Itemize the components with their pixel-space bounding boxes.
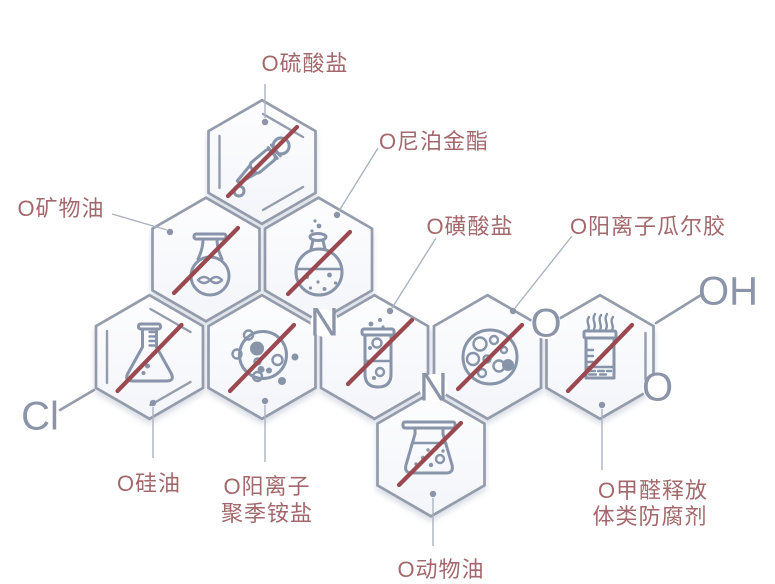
erlenmeyer-flask-icon [125, 322, 174, 383]
callout-formaldehyde-line1: O甲醛释放 [597, 478, 709, 503]
strike-line [455, 322, 525, 392]
strike-line [565, 322, 635, 394]
test-tube-icon [360, 318, 396, 389]
strike-line [396, 420, 464, 488]
strike-lines [115, 124, 635, 488]
atom-oxygen-1: O [530, 301, 562, 346]
callout-silicone-oil: O硅油 [116, 471, 182, 496]
strike-line [115, 322, 184, 394]
strike-line [171, 225, 241, 296]
atom-masks [310, 309, 673, 403]
callout-sulfate: O硫酸盐 [261, 51, 349, 76]
strike-line [227, 322, 297, 394]
strike-line [285, 229, 353, 297]
callout-cationic-guar-gum: O阳离子瓜尔胶 [569, 214, 727, 239]
atom-hydroxyl: OH [698, 269, 758, 314]
callout-parabens: O尼泊金酯 [378, 129, 490, 154]
round-flask-icon [294, 219, 344, 297]
hex-tiles [94, 98, 655, 518]
strike-line [345, 317, 415, 387]
atom-nitrogen-1: N [310, 300, 339, 345]
atom-oxygen-2: O [641, 365, 674, 410]
strike-line [225, 124, 300, 199]
oh-bond-line [654, 293, 703, 325]
callout-polyquaternium-line2: 聚季铵盐 [220, 501, 314, 526]
callout-formaldehyde-line2: 体类防腐剂 [592, 504, 708, 529]
atom-chlorine: Cl [21, 394, 59, 439]
callout-polyquaternium-line1: O阳离子 [223, 474, 311, 499]
molecule-ball-icon [231, 329, 299, 385]
double-bond-lines [105, 112, 647, 407]
bond-lines [58, 293, 703, 412]
callout-mineral-oil: O矿物油 [17, 196, 105, 221]
callout-animal-oil: O动物油 [397, 557, 485, 582]
cl-bond-line [58, 388, 96, 412]
callout-pointers [111, 84, 606, 546]
callout-sulfonate: O磺酸盐 [426, 214, 514, 239]
atom-nitrogen-2: N [419, 365, 448, 410]
